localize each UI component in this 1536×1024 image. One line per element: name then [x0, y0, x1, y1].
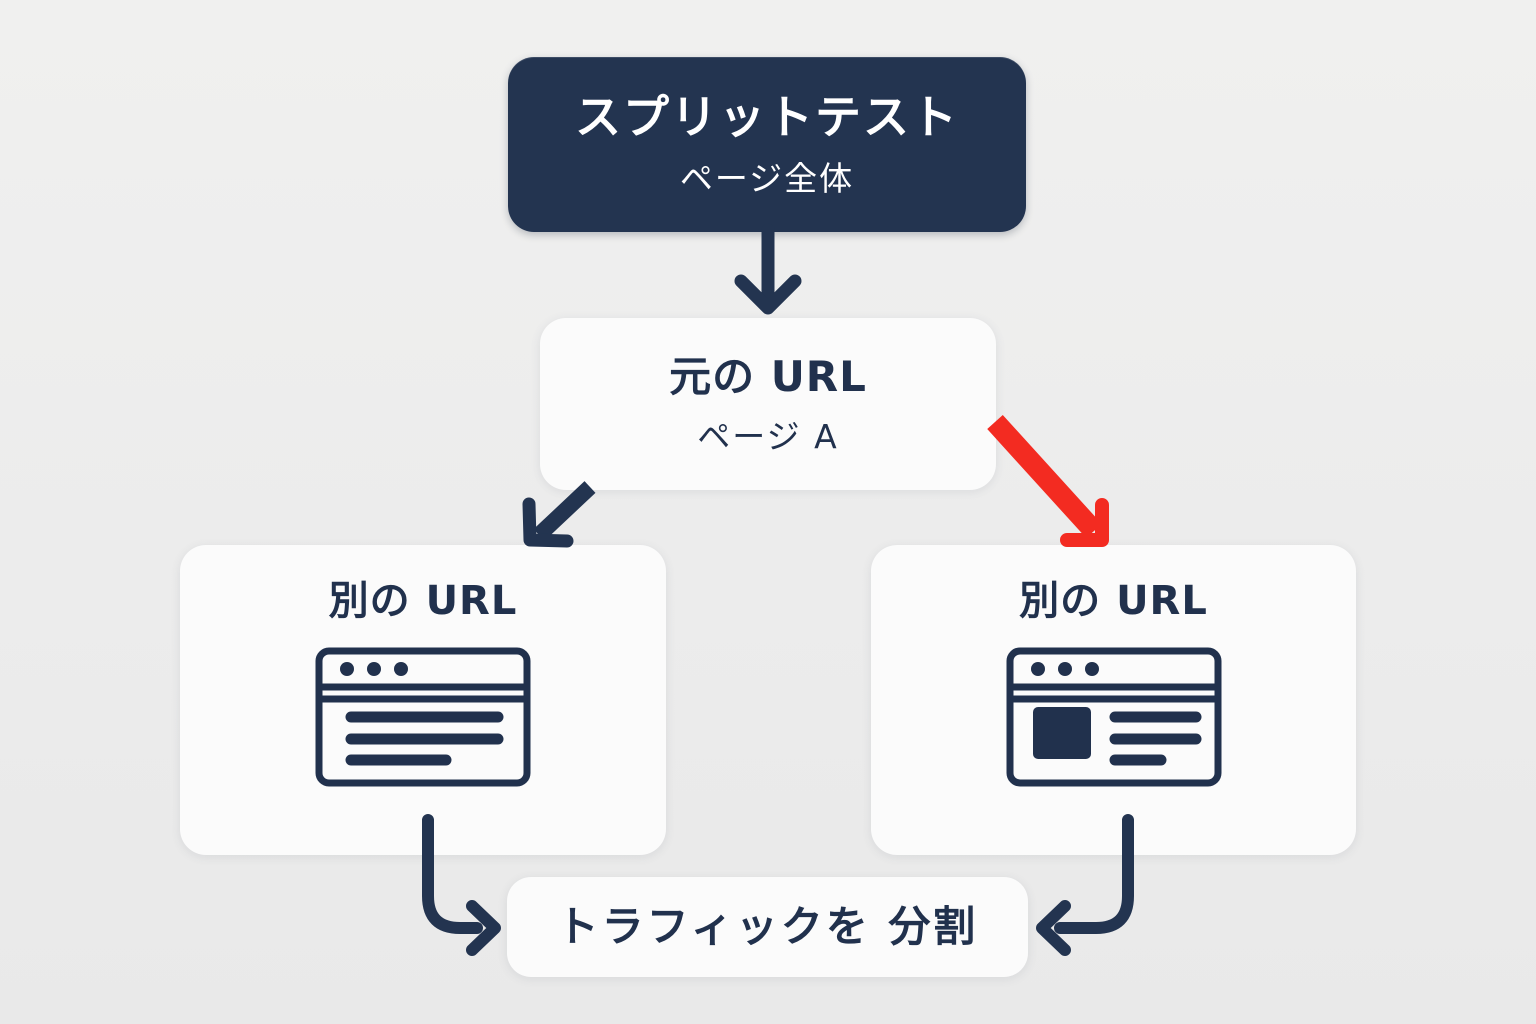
traffic-split-label: トラフィックを 分割	[556, 902, 979, 951]
browser-dot	[1057, 662, 1072, 676]
browser-dot	[367, 662, 381, 676]
browser-dot	[394, 662, 408, 676]
original-url-subtitle: ページ A	[697, 416, 839, 456]
browser-dot	[1084, 662, 1099, 676]
split-test-subtitle: ページ全体	[679, 159, 855, 198]
image-block	[1032, 707, 1091, 759]
browser-window-text-lines-icon	[315, 647, 531, 787]
browser-frame	[1006, 647, 1221, 787]
node-split-test: スプリットテスト ページ全体	[508, 57, 1026, 232]
node-variant-right: 別の URL	[871, 545, 1356, 855]
node-original-url: 元の URL ページ A	[540, 318, 996, 490]
browser-dot	[340, 662, 354, 676]
variant-left-title: 別の URL	[328, 578, 518, 624]
original-url-title: 元の URL	[669, 351, 867, 401]
node-variant-left: 別の URL	[180, 545, 666, 855]
browser-frame	[315, 647, 531, 787]
variant-right-title: 別の URL	[1019, 578, 1208, 624]
diagonal-down-right-red-arrow	[987, 414, 1109, 547]
diagonal-down-left-arrow	[522, 481, 596, 548]
browser-dot	[1030, 662, 1045, 676]
node-traffic-split: トラフィックを 分割	[507, 877, 1028, 977]
down-arrow	[734, 223, 802, 315]
browser-window-image-and-text-icon	[1006, 647, 1222, 787]
split-test-title: スプリットテスト	[575, 90, 959, 144]
